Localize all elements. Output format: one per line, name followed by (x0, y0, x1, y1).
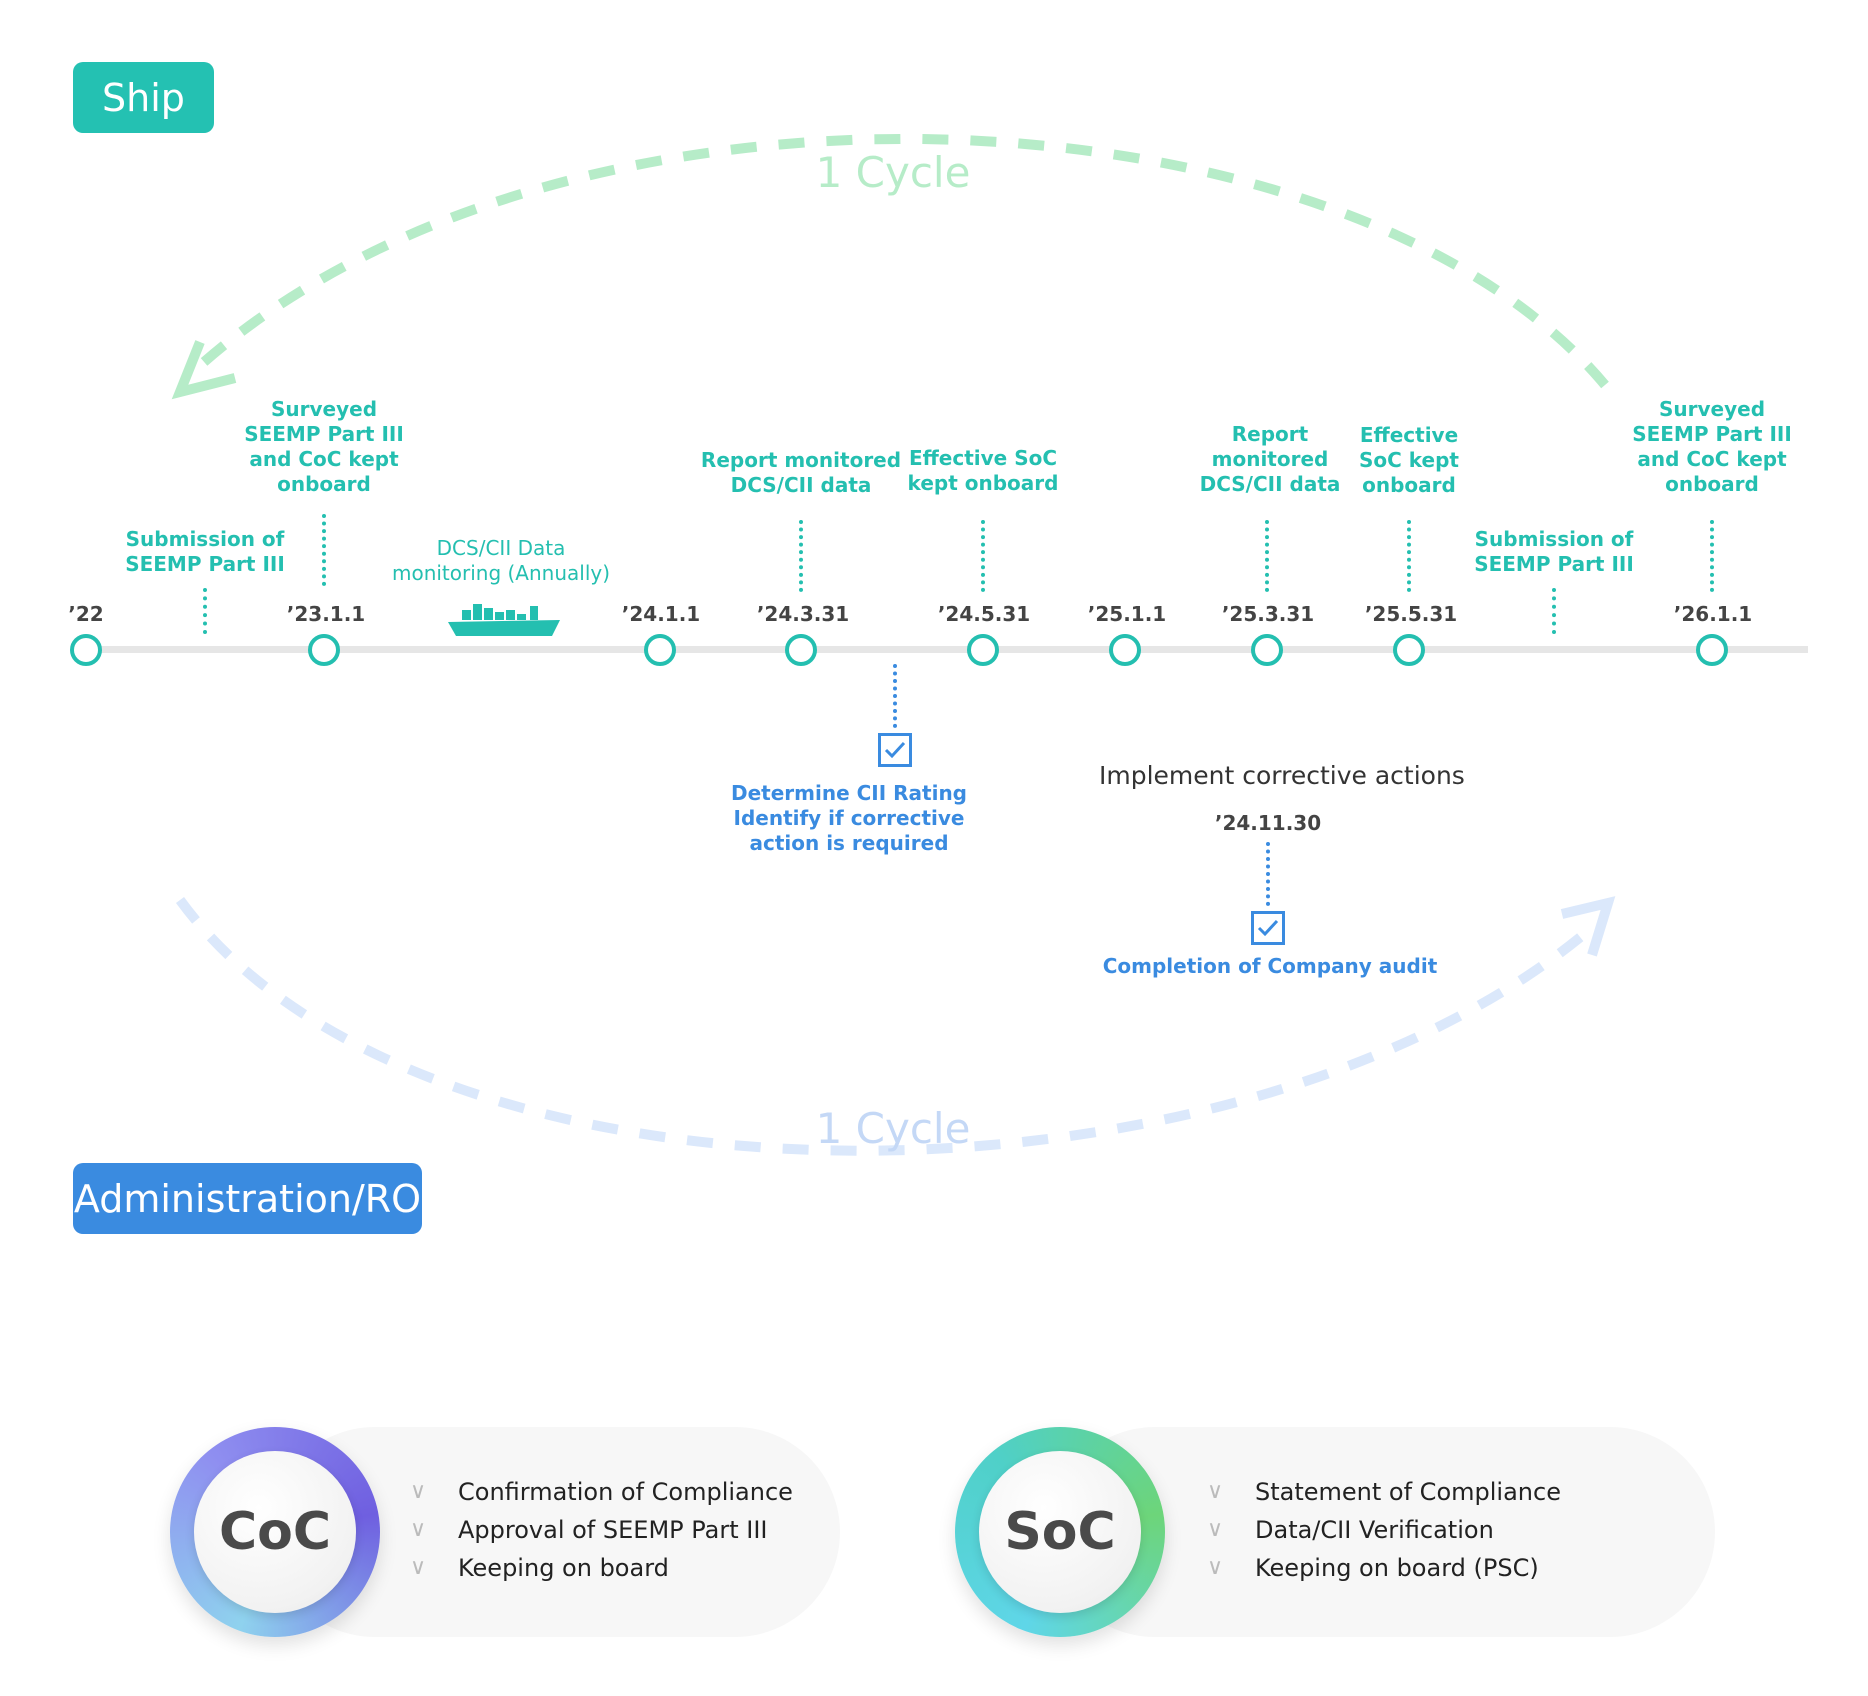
chevron-down-icon: ∨ (410, 1517, 427, 1542)
connector-determine (893, 664, 897, 728)
date-24-1-1: ’24.1.1 (621, 602, 701, 626)
soc-item: ∨Keeping on board (PSC) (1207, 1549, 1561, 1587)
connector-report-2 (1265, 520, 1269, 592)
timeline-node-25-1-1 (1109, 634, 1141, 666)
administration-badge-label: Administration/RO (73, 1176, 422, 1221)
date-22: ’22 (68, 602, 104, 626)
ship-badge: Ship (73, 62, 214, 133)
coc-title: CoC (194, 1451, 356, 1613)
container-ship-icon (448, 604, 560, 636)
soc-title: SoC (979, 1451, 1141, 1613)
soc-item: ∨Data/CII Verification (1207, 1511, 1561, 1549)
connector-effective-1 (981, 520, 985, 592)
date-24-11-30: ’24.11.30 (1214, 811, 1322, 835)
top-cycle-label: 1 Cycle (815, 148, 971, 197)
coc-item: ∨Confirmation of Compliance (410, 1473, 793, 1511)
label-dcs-monitoring: DCS/CII Data monitoring (Annually) (391, 536, 611, 585)
label-effective-soc-1: Effective SoC kept onboard (907, 446, 1059, 495)
soc-item: ∨Statement of Compliance (1207, 1473, 1561, 1511)
label-company-audit: Completion of Company audit (1102, 954, 1438, 978)
date-23-1-1: ’23.1.1 (286, 602, 366, 626)
timeline-node-24-3-31 (785, 634, 817, 666)
timeline-line (80, 646, 1808, 653)
label-report-monitored-2: Report monitored DCS/CII data (1199, 422, 1341, 496)
chevron-down-icon: ∨ (1207, 1479, 1224, 1504)
connector-audit (1266, 842, 1270, 906)
coc-item: ∨Approval of SEEMP Part III (410, 1511, 793, 1549)
date-26-1-1: ’26.1.1 (1673, 602, 1753, 626)
connector-effective-2 (1407, 520, 1411, 592)
bottom-cycle-label: 1 Cycle (815, 1104, 971, 1153)
coc-item: ∨Keeping on board (410, 1549, 793, 1587)
timeline-node-25-3-31 (1251, 634, 1283, 666)
bottom-cycle-arrowhead (1560, 896, 1616, 957)
connector-submission-1 (203, 588, 207, 634)
label-effective-soc-2: Effective SoC kept onboard (1359, 423, 1459, 497)
top-cycle-arc (191, 134, 1609, 389)
chevron-down-icon: ∨ (1207, 1555, 1224, 1580)
chevron-down-icon: ∨ (1207, 1517, 1224, 1542)
label-submission-seemp-1: Submission of SEEMP Part III (125, 527, 285, 576)
date-25-1-1: ’25.1.1 (1087, 602, 1167, 626)
administration-badge: Administration/RO (73, 1163, 422, 1234)
label-submission-seemp-2: Submission of SEEMP Part III (1474, 527, 1634, 576)
connector-submission-2 (1552, 588, 1556, 634)
soc-items: ∨Statement of Compliance ∨Data/CII Verif… (1207, 1473, 1561, 1587)
bottom-cycle-arc (175, 897, 1599, 1156)
top-cycle-arrowhead (171, 340, 237, 400)
timeline-node-23-1-1 (308, 634, 340, 666)
label-report-monitored-1: Report monitored DCS/CII data (700, 448, 902, 497)
coc-ring: CoC (170, 1427, 380, 1637)
date-25-3-31: ’25.3.31 (1221, 602, 1315, 626)
date-24-3-31: ’24.3.31 (756, 602, 850, 626)
connector-report-1 (799, 520, 803, 592)
chevron-down-icon: ∨ (410, 1555, 427, 1580)
soc-ring: SoC (955, 1427, 1165, 1637)
connector-surveyed-1 (322, 514, 326, 586)
timeline-node-24-1-1 (644, 634, 676, 666)
audit-checkbox-icon (1251, 911, 1285, 945)
label-implement-corrective: Implement corrective actions (1099, 761, 1465, 790)
coc-items: ∨Confirmation of Compliance ∨Approval of… (410, 1473, 793, 1587)
ship-badge-label: Ship (102, 75, 185, 120)
timeline-node-26-1-1 (1696, 634, 1728, 666)
date-25-5-31: ’25.5.31 (1364, 602, 1458, 626)
timeline-node-22 (70, 634, 102, 666)
label-determine-cii: Determine CII Rating Identify if correct… (730, 781, 968, 855)
connector-surveyed-2 (1710, 520, 1714, 592)
timeline-node-25-5-31 (1393, 634, 1425, 666)
label-surveyed-seemp-1: Surveyed SEEMP Part III and CoC kept onb… (244, 397, 404, 496)
determine-checkbox-icon (878, 733, 912, 767)
chevron-down-icon: ∨ (410, 1479, 427, 1504)
timeline-node-24-5-31 (967, 634, 999, 666)
date-24-5-31: ’24.5.31 (937, 602, 1031, 626)
label-surveyed-seemp-2: Surveyed SEEMP Part III and CoC kept onb… (1632, 397, 1792, 496)
